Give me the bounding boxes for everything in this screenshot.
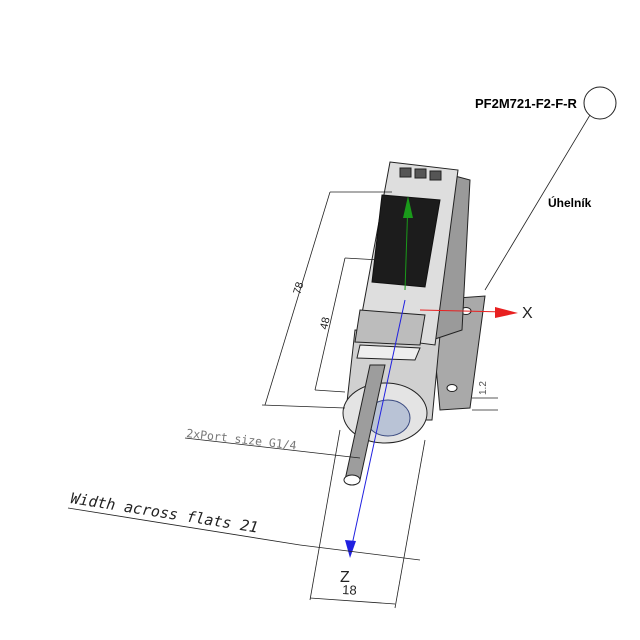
- part-number-label: PF2M721-F2-F-R: [475, 96, 577, 111]
- z-axis-line: [351, 299, 406, 546]
- port-size-note: 2xPort size G1/4: [186, 426, 298, 452]
- z-axis-arrow-icon: [345, 540, 356, 558]
- button-3: [429, 170, 442, 181]
- button-1: [399, 167, 412, 178]
- dim-bracket-thickness: 1.2: [478, 381, 489, 395]
- balloon: [583, 86, 617, 120]
- y-axis-arrow-icon: [403, 196, 413, 218]
- dim-height-total: 78: [291, 281, 306, 296]
- dim-width-body: 18: [342, 582, 357, 598]
- x-axis-label: X: [522, 305, 533, 322]
- z-axis-label: Z: [340, 569, 350, 586]
- connector-plug: [356, 344, 421, 361]
- x-axis-line: [419, 309, 506, 313]
- bracket-hole-bottom: [446, 384, 458, 392]
- x-axis-arrow-icon: [495, 307, 518, 318]
- bracket-label: Úhelník: [548, 195, 592, 210]
- dimension-lines: [67, 114, 591, 609]
- button-2: [414, 168, 427, 179]
- connector: [354, 309, 426, 346]
- dim-height-display: 48: [318, 316, 332, 331]
- lcd-display: [371, 194, 441, 288]
- cable-end: [343, 474, 361, 486]
